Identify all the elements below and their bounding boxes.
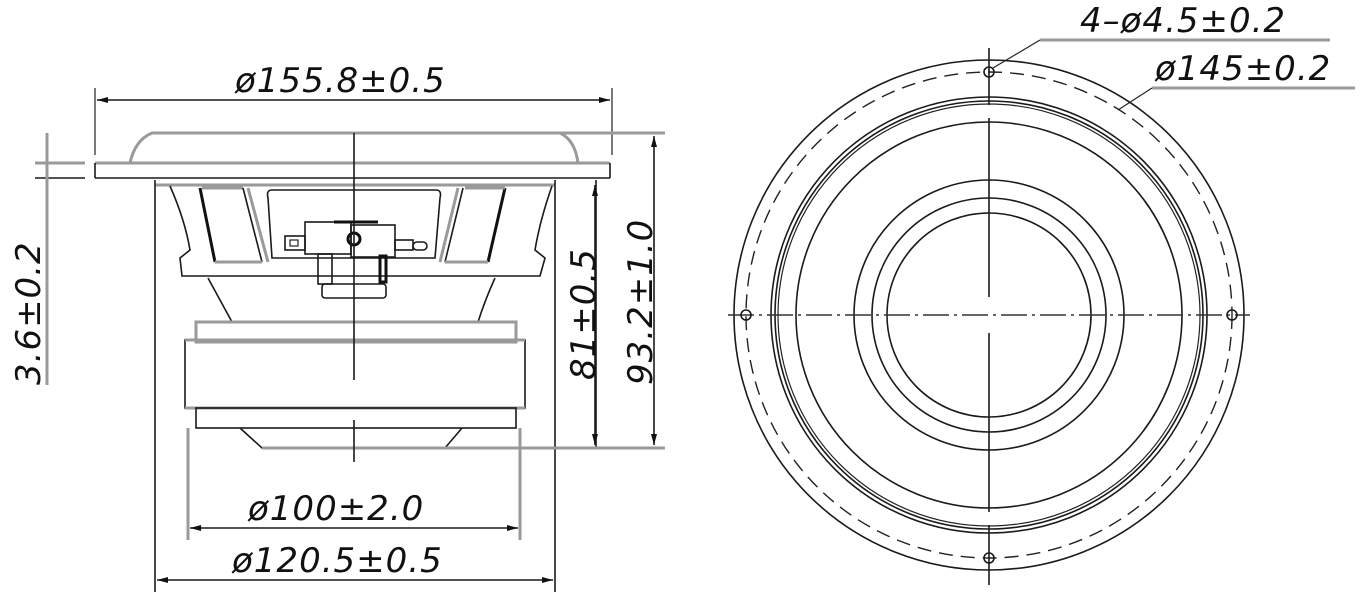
front-view: 4–ø4.5±0.2 ø145±0.2 [728,1,1355,585]
flange-thickness-label: 3.6±0.2 [9,241,49,385]
hole-icon [740,309,752,321]
dim-hole-circle: ø145±0.2 [1117,49,1355,111]
mounting-holes-label: 4–ø4.5±0.2 [1080,1,1286,41]
magnet-diameter-label: ø100±2.0 [247,489,424,529]
mounting-holes [740,66,1238,564]
dim-magnet-diameter: ø100±2.0 [186,428,522,540]
hole-icon [983,66,995,78]
dim-mounting-holes: 4–ø4.5±0.2 [992,1,1330,69]
dim-frame-diameter: ø155.8±0.5 [94,61,613,155]
frame-diameter-label: ø155.8±0.5 [234,61,446,101]
hole-icon [983,552,995,564]
dim-depths: 81±0.5 93.2±1.0 [560,136,665,450]
side-view: ø155.8±0.5 [9,61,665,592]
hole-circle-label: ø145±0.2 [1154,49,1331,89]
magnet [184,320,660,450]
dim-basket-diameter: ø120.5±0.5 [157,541,553,583]
hole-icon [1226,309,1238,321]
mounting-depth-label: 81±0.5 [564,248,604,380]
basket-diameter-label: ø120.5±0.5 [231,541,443,581]
dim-flange-thickness: 3.6±0.2 [9,133,85,385]
terminal-block [284,220,428,299]
overall-depth-label: 93.2±1.0 [621,219,661,385]
